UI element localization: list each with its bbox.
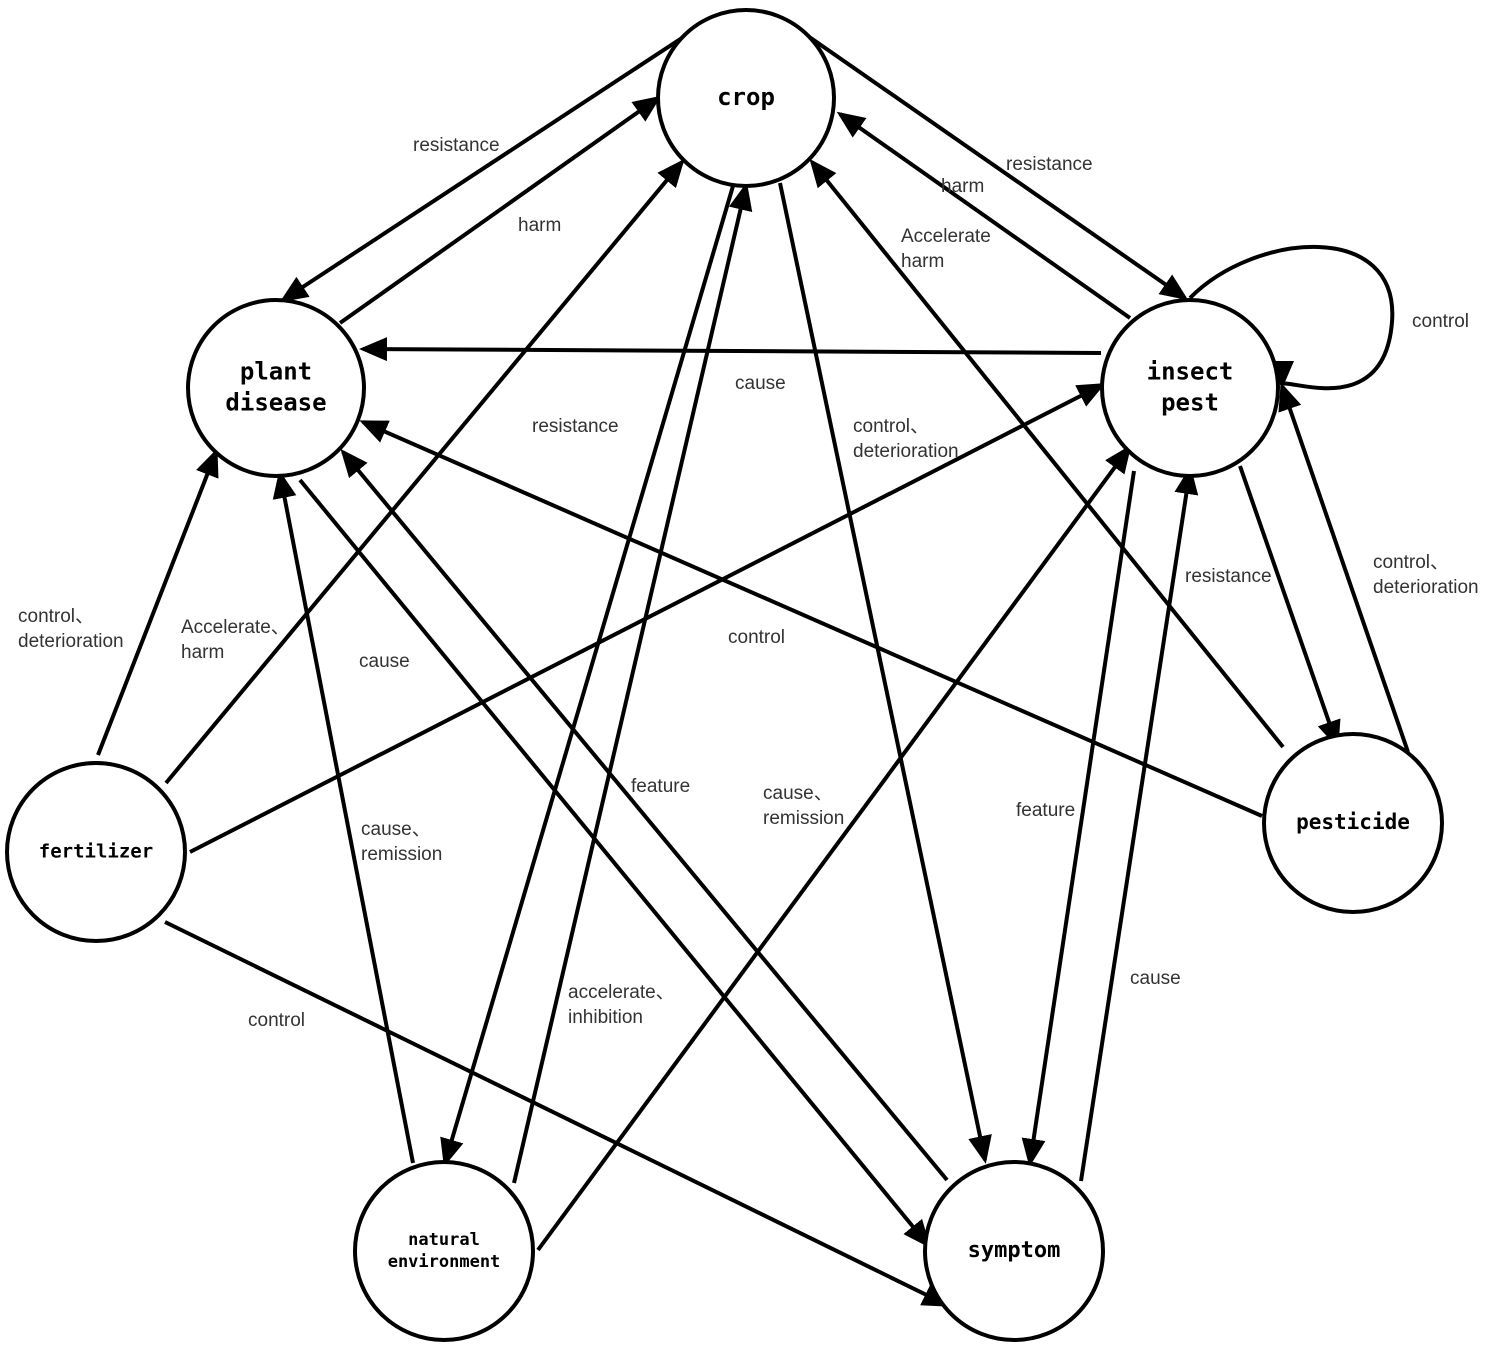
edge-arrow-10: [778, 182, 992, 1164]
edge-label-insect-pest-to-crop-harm: harm: [941, 176, 984, 197]
node-label-crop: crop: [717, 83, 775, 111]
node-label-natural-environment: environment: [388, 1252, 501, 1272]
edge-label-fertilizer-to-crop-accelerate-harm: harm: [181, 642, 224, 663]
node-fertilizer: fertilizer: [5, 761, 187, 943]
edge-arrow-12: [1079, 466, 1199, 1182]
edge-label-insect-pest-self-control: control: [1412, 311, 1469, 332]
edge-arrow-11: [1021, 470, 1136, 1167]
edge-arrow-13: [1238, 465, 1341, 749]
edges-layer: [96, 32, 1410, 1307]
edge-label-crop-to-insect-pest-resistance: resistance: [1006, 154, 1093, 175]
edge-label-pesticide-to-insect-pest-control-deterioration: deterioration: [1373, 577, 1479, 598]
edge-arrow-4: [836, 111, 1132, 320]
node-label-insect-pest: insect: [1147, 357, 1234, 385]
edge-label-fertilizer-to-plant-disease-control-deterioration: control、: [18, 606, 94, 627]
edge-label-natural-environment-to-crop-accelerate-inhibition: accelerate、: [568, 982, 675, 1003]
edge-arrow-15: [359, 420, 1263, 818]
edge-label-symptom-to-plant-disease-feature: feature: [631, 776, 690, 797]
node-circle-crop: [656, 8, 836, 188]
edge-label-fertilizer-to-crop-accelerate-harm: Accelerate、: [181, 617, 290, 638]
edge-label-crop-to-natural-environment-resistance: resistance: [532, 416, 619, 437]
node-label-fertilizer: fertilizer: [39, 841, 153, 863]
node-insect-pest: insect pest: [1100, 298, 1280, 478]
edge-arrow-5: [809, 158, 1285, 749]
node-circle-insect-pest: [1100, 298, 1280, 478]
edge-arrow-22: [340, 448, 949, 1182]
edge-label-plant-disease-to-crop-harm: harm: [518, 215, 561, 236]
node-label-symptom: symptom: [968, 1238, 1061, 1263]
edge-arrow-3: [803, 32, 1189, 301]
edge-label-fertilizer-to-plant-disease-control-deterioration: deterioration: [18, 631, 124, 652]
edge-label-pesticide-to-plant-disease-control: control: [728, 627, 785, 648]
node-circle-pesticide: [1262, 732, 1444, 914]
edge-arrow-18: [164, 920, 951, 1307]
edge-arrow-1: [279, 32, 690, 303]
edge-arrow-8: [512, 182, 753, 1184]
edge-label-natural-environment-to-insect-pest-cause-remission: cause、: [763, 783, 833, 804]
edge-arrow-17: [189, 383, 1106, 854]
edge-arrow-14: [1278, 382, 1410, 753]
edge-arrow-19: [272, 470, 415, 1164]
edge-label-natural-environment-to-plant-disease-cause-remission: cause、: [361, 819, 431, 840]
node-label-natural-environment: natural: [408, 1230, 480, 1250]
edge-labels-layer: resistanceharmresistanceharmAccelerateha…: [18, 135, 1479, 1031]
node-circle-natural-environment: [353, 1160, 535, 1342]
edge-label-insect-pest-to-symptom-feature: feature: [1016, 800, 1075, 821]
edge-arrow-21: [298, 478, 931, 1249]
edge-label-fertilizer-to-symptom-control: control: [248, 1010, 305, 1031]
edge-label-natural-environment-to-plant-disease-cause-remission: remission: [361, 844, 442, 865]
edge-arrow-23: [1188, 244, 1395, 391]
edge-label-insect-pest-to-pesticide-resistance: resistance: [1185, 566, 1272, 587]
edge-arrow-9: [440, 185, 735, 1167]
node-plant-disease: plant disease: [186, 298, 366, 478]
node-pesticide: pesticide: [1262, 732, 1444, 914]
edge-label-pesticide-to-crop-accelerate-harm: harm: [901, 251, 944, 272]
node-circle-plant-disease: [186, 298, 366, 478]
edge-label-crop-to-symptom-control-deterioration: deterioration: [853, 441, 959, 462]
edge-arrow-16: [96, 448, 219, 756]
node-label-plant-disease: disease: [225, 389, 326, 417]
node-circle-symptom: [923, 1160, 1105, 1342]
edge-label-natural-environment-to-insect-pest-cause-remission: remission: [763, 808, 844, 829]
node-label-insect-pest: pest: [1161, 389, 1219, 417]
edge-label-pesticide-to-insect-pest-control-deterioration: control、: [1373, 552, 1449, 573]
node-label-pesticide: pesticide: [1296, 810, 1410, 834]
nodes-layer: crop plant disease insect pest fertilizer pest…: [5, 8, 1444, 1342]
edge-arrow-7: [164, 158, 685, 785]
edge-label-insect-pest-to-plant-disease-cause: cause: [735, 373, 786, 394]
edge-label-plant-disease-to-symptom-cause: cause: [359, 651, 410, 672]
node-circle-fertilizer: [5, 761, 187, 943]
node-crop: crop: [656, 8, 836, 188]
edge-arrow-2: [338, 95, 662, 325]
edge-label-pesticide-to-crop-accelerate-harm: Accelerate: [901, 226, 991, 247]
edge-arrow-6: [359, 337, 1102, 362]
node-symptom: symptom: [923, 1160, 1105, 1342]
edge-label-natural-environment-to-crop-accelerate-inhibition: inhibition: [568, 1007, 643, 1028]
edge-label-crop-to-symptom-control-deterioration: control、: [853, 416, 929, 437]
edge-arrow-20: [536, 444, 1132, 1252]
edge-label-crop-to-plant-disease-resistance: resistance: [413, 135, 500, 156]
node-label-plant-disease: plant: [240, 357, 312, 385]
edge-label-symptom-to-insect-pest-cause: cause: [1130, 968, 1181, 989]
